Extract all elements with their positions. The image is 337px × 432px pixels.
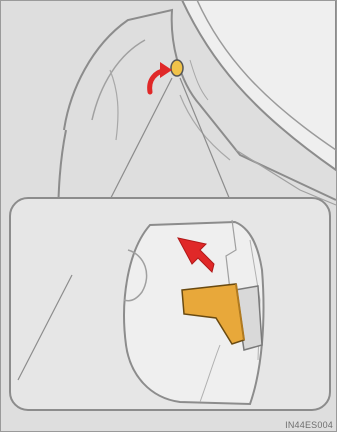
figure-code: IN44ES004: [285, 420, 333, 430]
